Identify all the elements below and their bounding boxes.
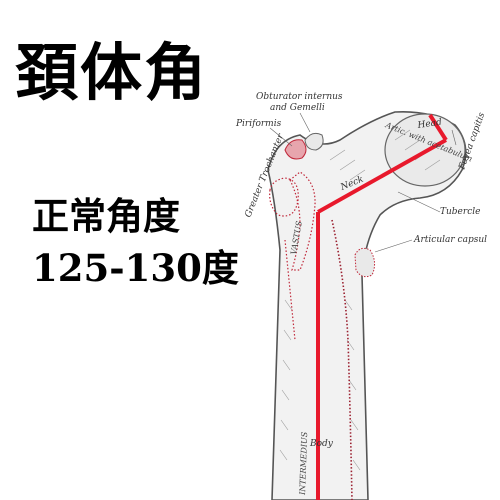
leader-lines xyxy=(269,112,457,253)
obturator-label-1: Obturator internus xyxy=(256,92,343,102)
obturator-label-2: and Gemelli xyxy=(270,103,325,113)
neck-shaft-angle xyxy=(316,113,448,500)
title: 頚体角 xyxy=(16,36,209,109)
capsule-attachment xyxy=(354,247,376,278)
body-label: Body xyxy=(309,439,334,449)
head-axis-segment xyxy=(428,113,448,142)
intermedius-label: INTERMEDIUS xyxy=(298,431,309,496)
linea-dotted-right xyxy=(331,219,353,500)
normal-angle-label: 正常角度 xyxy=(32,194,180,238)
linea-dotted-left xyxy=(284,239,296,341)
piriformis-attachment xyxy=(304,132,324,151)
neck-axis-line xyxy=(317,138,447,214)
head-label: Head xyxy=(416,118,443,131)
vastus-dotted-outline xyxy=(289,171,316,271)
tubercle-label: Tubercle xyxy=(440,207,480,217)
angle-range-label: 125-130度 xyxy=(32,246,239,290)
trochanter-dotted-outline xyxy=(269,177,299,217)
piriformis-label: Piriformis xyxy=(235,119,282,129)
articular-capsule-label: Articular capsul xyxy=(413,235,487,245)
